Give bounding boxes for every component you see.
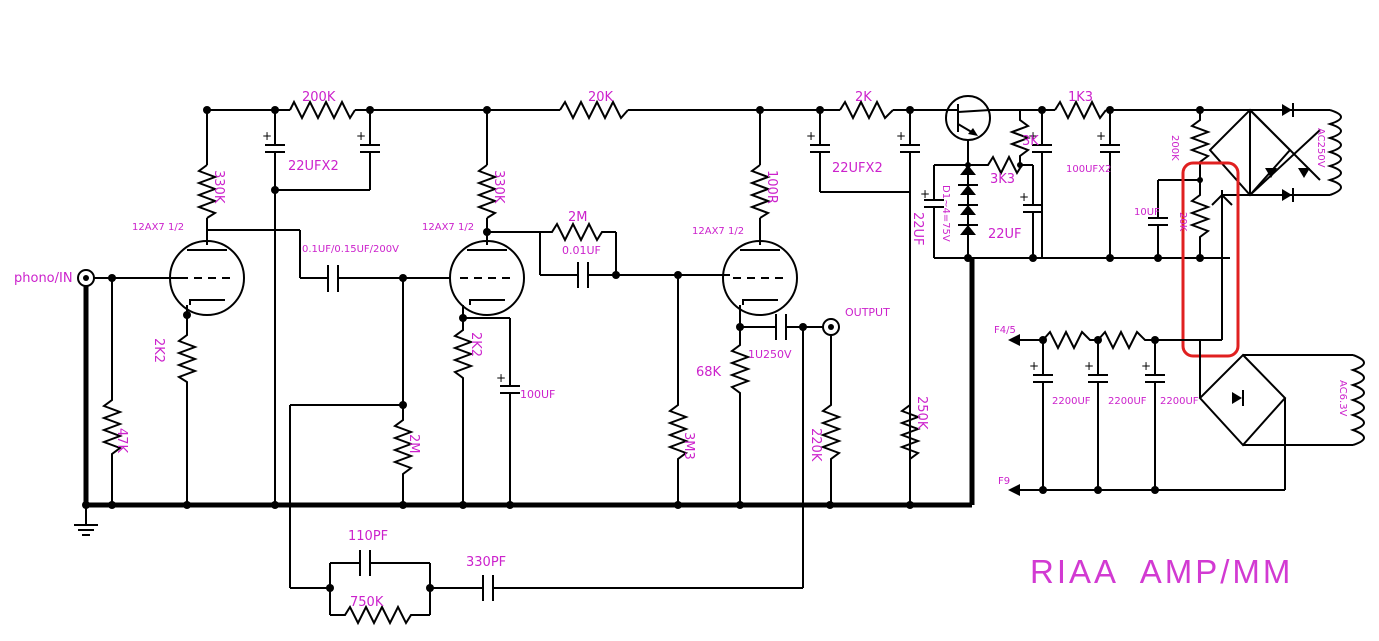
label-47k: 47K [114, 428, 129, 454]
label-22ufx2-left: 22UFX2 [288, 159, 339, 174]
svg-text:+: + [262, 129, 272, 143]
label-2200uf-3: 2200UF [1160, 396, 1199, 407]
diagram-title: RIAA AMP/MM [1030, 553, 1293, 590]
hv-transformer-coil [1326, 109, 1342, 196]
label-2m-grid: 2M [406, 434, 421, 454]
label-phono-in: phono/IN [14, 271, 73, 286]
ground-symbol [74, 505, 98, 536]
tube-3-envelope [722, 240, 798, 316]
heater-supply: + + + [1008, 329, 1365, 496]
svg-text:+: + [896, 129, 906, 143]
resistor-20k-psu [1189, 180, 1211, 258]
resistor-250k [899, 380, 921, 505]
resistor-3m3 [667, 275, 689, 505]
svg-text:+: + [806, 129, 816, 143]
svg-text:+: + [1028, 129, 1038, 143]
cap-block-22ufx2-left: ++ [262, 110, 380, 191]
resistor-220k [820, 380, 842, 505]
label-2k2-2: 2K2 [468, 332, 483, 357]
label-22ufx2-right: 22UFX2 [832, 161, 883, 176]
label-330k-2: 330K [491, 170, 506, 204]
label-2k: 2K [855, 90, 872, 105]
label-2m-fb: 2M [568, 210, 588, 225]
svg-text:+: + [1019, 190, 1029, 204]
label-zener: D1~4=75V [940, 185, 951, 242]
resistor-3k3 [968, 154, 1033, 176]
output-jack[interactable] [822, 318, 840, 380]
stage-3 [722, 110, 823, 505]
label-2200uf-2: 2200UF [1108, 396, 1147, 407]
svg-text:+: + [496, 371, 506, 385]
label-3k: 3K [1022, 134, 1039, 149]
label-tube-1: 12AX7 1/2 [132, 222, 184, 233]
label-2k2-1: 2K2 [151, 338, 166, 363]
label-tube-2: 12AX7 1/2 [422, 222, 474, 233]
label-2200uf-1: 2200UF [1052, 396, 1091, 407]
label-coupling-cap: 0.1UF/0.15UF/200V [302, 244, 399, 255]
resistor-200k-psu [1189, 110, 1211, 180]
label-tube-3: 12AX7 1/2 [692, 226, 744, 237]
label-100r: 100R [764, 170, 779, 204]
cap-block-22ufx2-right: ++ [806, 110, 920, 505]
resistor-47k [101, 278, 123, 505]
label-3m3: 3M3 [681, 432, 696, 460]
svg-text:+: + [1084, 359, 1094, 373]
label-200k: 200K [302, 90, 336, 105]
label-110pf: 110PF [348, 529, 388, 544]
label-ac63v: AC6.3V [1337, 380, 1348, 417]
label-10uf: 10UF [1134, 207, 1160, 218]
label-22uf-vertical: 22UF [910, 212, 925, 246]
label-f9: F9 [998, 476, 1010, 487]
cap-100ufx2: ++ [1028, 110, 1120, 258]
top-rail [207, 99, 1330, 121]
label-20k-psu: 20K [1177, 212, 1188, 232]
svg-text:+: + [1141, 359, 1151, 373]
svg-text:+: + [1029, 359, 1039, 373]
label-1k3: 1K3 [1068, 90, 1093, 105]
stage-2: + [449, 110, 730, 505]
label-output: OUTPUT [845, 306, 890, 319]
label-68k: 68K [696, 365, 722, 380]
label-330pf: 330PF [466, 555, 506, 570]
svg-text:+: + [1096, 129, 1106, 143]
label-22uf: 22UF [988, 227, 1022, 242]
pass-transistor [945, 95, 991, 258]
resistor-3k [990, 109, 1031, 165]
hv-bridge [1208, 103, 1330, 202]
svg-text:+: + [356, 129, 366, 143]
label-1u250v: 1U250V [748, 348, 792, 361]
label-250k: 250K [914, 396, 929, 430]
label-100uf: 100UF [520, 388, 555, 401]
label-001uf: 0.01UF [562, 244, 601, 257]
label-100ufx2: 100UFX2 [1066, 164, 1111, 175]
label-330k-1: 330K [211, 170, 226, 204]
label-f45: F4/5 [994, 325, 1016, 336]
label-750k: 750K [350, 595, 384, 610]
tube-2-envelope [449, 240, 525, 316]
stage-1 [112, 110, 450, 505]
rc-network-750k-110pf [326, 550, 434, 626]
highlight-box [1181, 161, 1240, 358]
label-20k: 20K [588, 90, 614, 105]
label-220k: 220K [808, 428, 823, 462]
input-jack[interactable] [77, 269, 112, 505]
label-200k-psu: 200K [1169, 135, 1180, 161]
label-ac250v: AC250V [1315, 128, 1326, 168]
svg-text:+: + [920, 187, 930, 201]
label-3k3: 3K3 [990, 172, 1015, 187]
